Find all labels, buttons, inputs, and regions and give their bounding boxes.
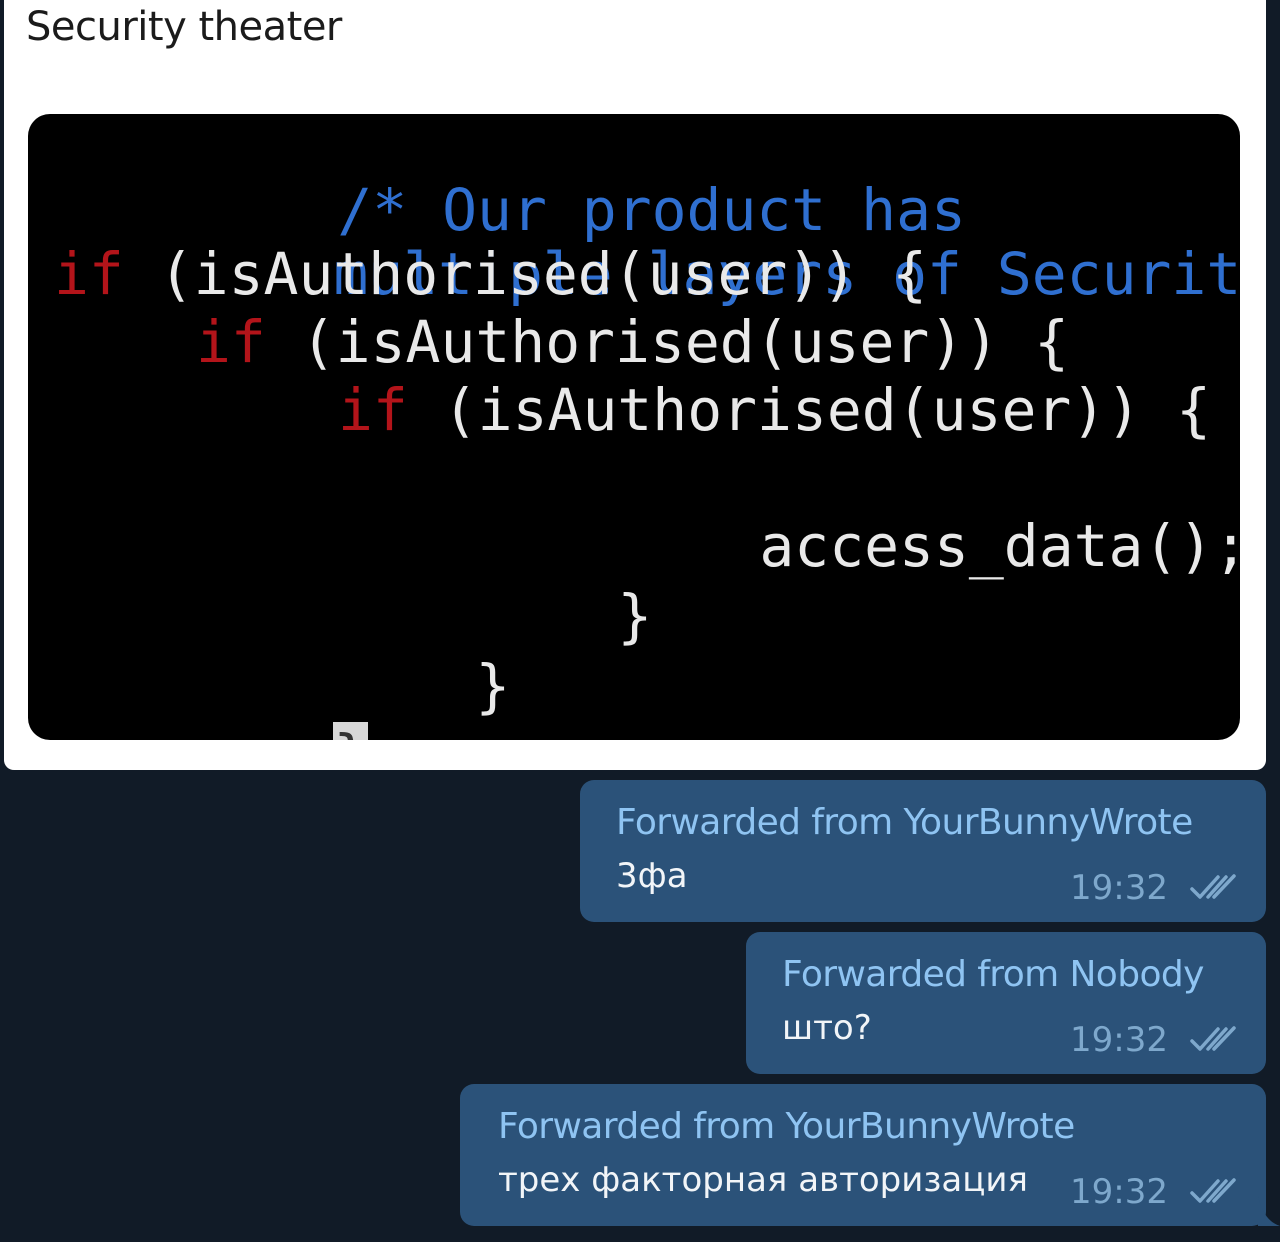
message-time: 19:32 xyxy=(1070,1020,1168,1060)
message-text: што? xyxy=(782,1008,872,1048)
code-line: /* Our product has xyxy=(58,114,966,312)
forwarded-from-label[interactable]: Forwarded from Nobody xyxy=(782,954,1204,995)
code-line: if (isAuthorised(user)) { xyxy=(54,240,927,308)
code-line: } xyxy=(54,654,369,740)
outgoing-message[interactable]: Forwarded from Nobody што? 19:32 xyxy=(746,932,1266,1074)
post-title: Security theater xyxy=(26,4,342,50)
code-keyword: if xyxy=(196,308,266,376)
code-brace: } xyxy=(475,652,511,720)
code-comment: /* Our product has xyxy=(337,176,966,244)
double-check-icon xyxy=(1190,1026,1236,1051)
code-line: } xyxy=(196,584,510,740)
code-line: access_data(); xyxy=(480,444,1240,648)
code-keyword: if xyxy=(54,240,124,308)
forwarded-from-label[interactable]: Forwarded from YourBunnyWrote xyxy=(616,802,1193,843)
code-line: if (isAuthorised(user)) { xyxy=(196,308,1069,376)
code-brace: } xyxy=(617,582,653,650)
forwarded-from-label[interactable]: Forwarded from YourBunnyWrote xyxy=(498,1106,1075,1147)
message-time: 19:32 xyxy=(1070,868,1168,908)
double-check-icon xyxy=(1190,1178,1236,1203)
code-line: } xyxy=(338,514,652,718)
message-time: 19:32 xyxy=(1070,1172,1168,1212)
code-line: multiple layers of Security */ xyxy=(54,172,1240,376)
code-comment: multiple layers of Security */ xyxy=(333,240,1240,308)
code-line: if (isAuthorised(user)) { xyxy=(338,376,1211,444)
code-condition: (isAuthorised(user)) { xyxy=(300,308,1069,376)
message-text: 3фа xyxy=(616,856,688,896)
outgoing-message[interactable]: Forwarded from YourBunnyWrote 3фа 19:32 xyxy=(580,780,1266,922)
code-call: access_data(); xyxy=(759,512,1240,580)
code-image[interactable]: /* Our product has multiple layers of Se… xyxy=(28,114,1240,740)
double-check-icon xyxy=(1190,874,1236,899)
code-cursor-brace: } xyxy=(333,722,369,740)
code-keyword: if xyxy=(338,376,408,444)
message-text: трех факторная авторизация xyxy=(498,1160,1028,1200)
incoming-post[interactable]: Security theater /* Our product has mult… xyxy=(4,0,1266,770)
outgoing-message[interactable]: Forwarded from YourBunnyWrote трех факто… xyxy=(460,1084,1266,1226)
bubble-tail xyxy=(1258,1196,1280,1226)
code-condition: (isAuthorised(user)) { xyxy=(158,240,927,308)
code-condition: (isAuthorised(user)) { xyxy=(442,376,1211,444)
